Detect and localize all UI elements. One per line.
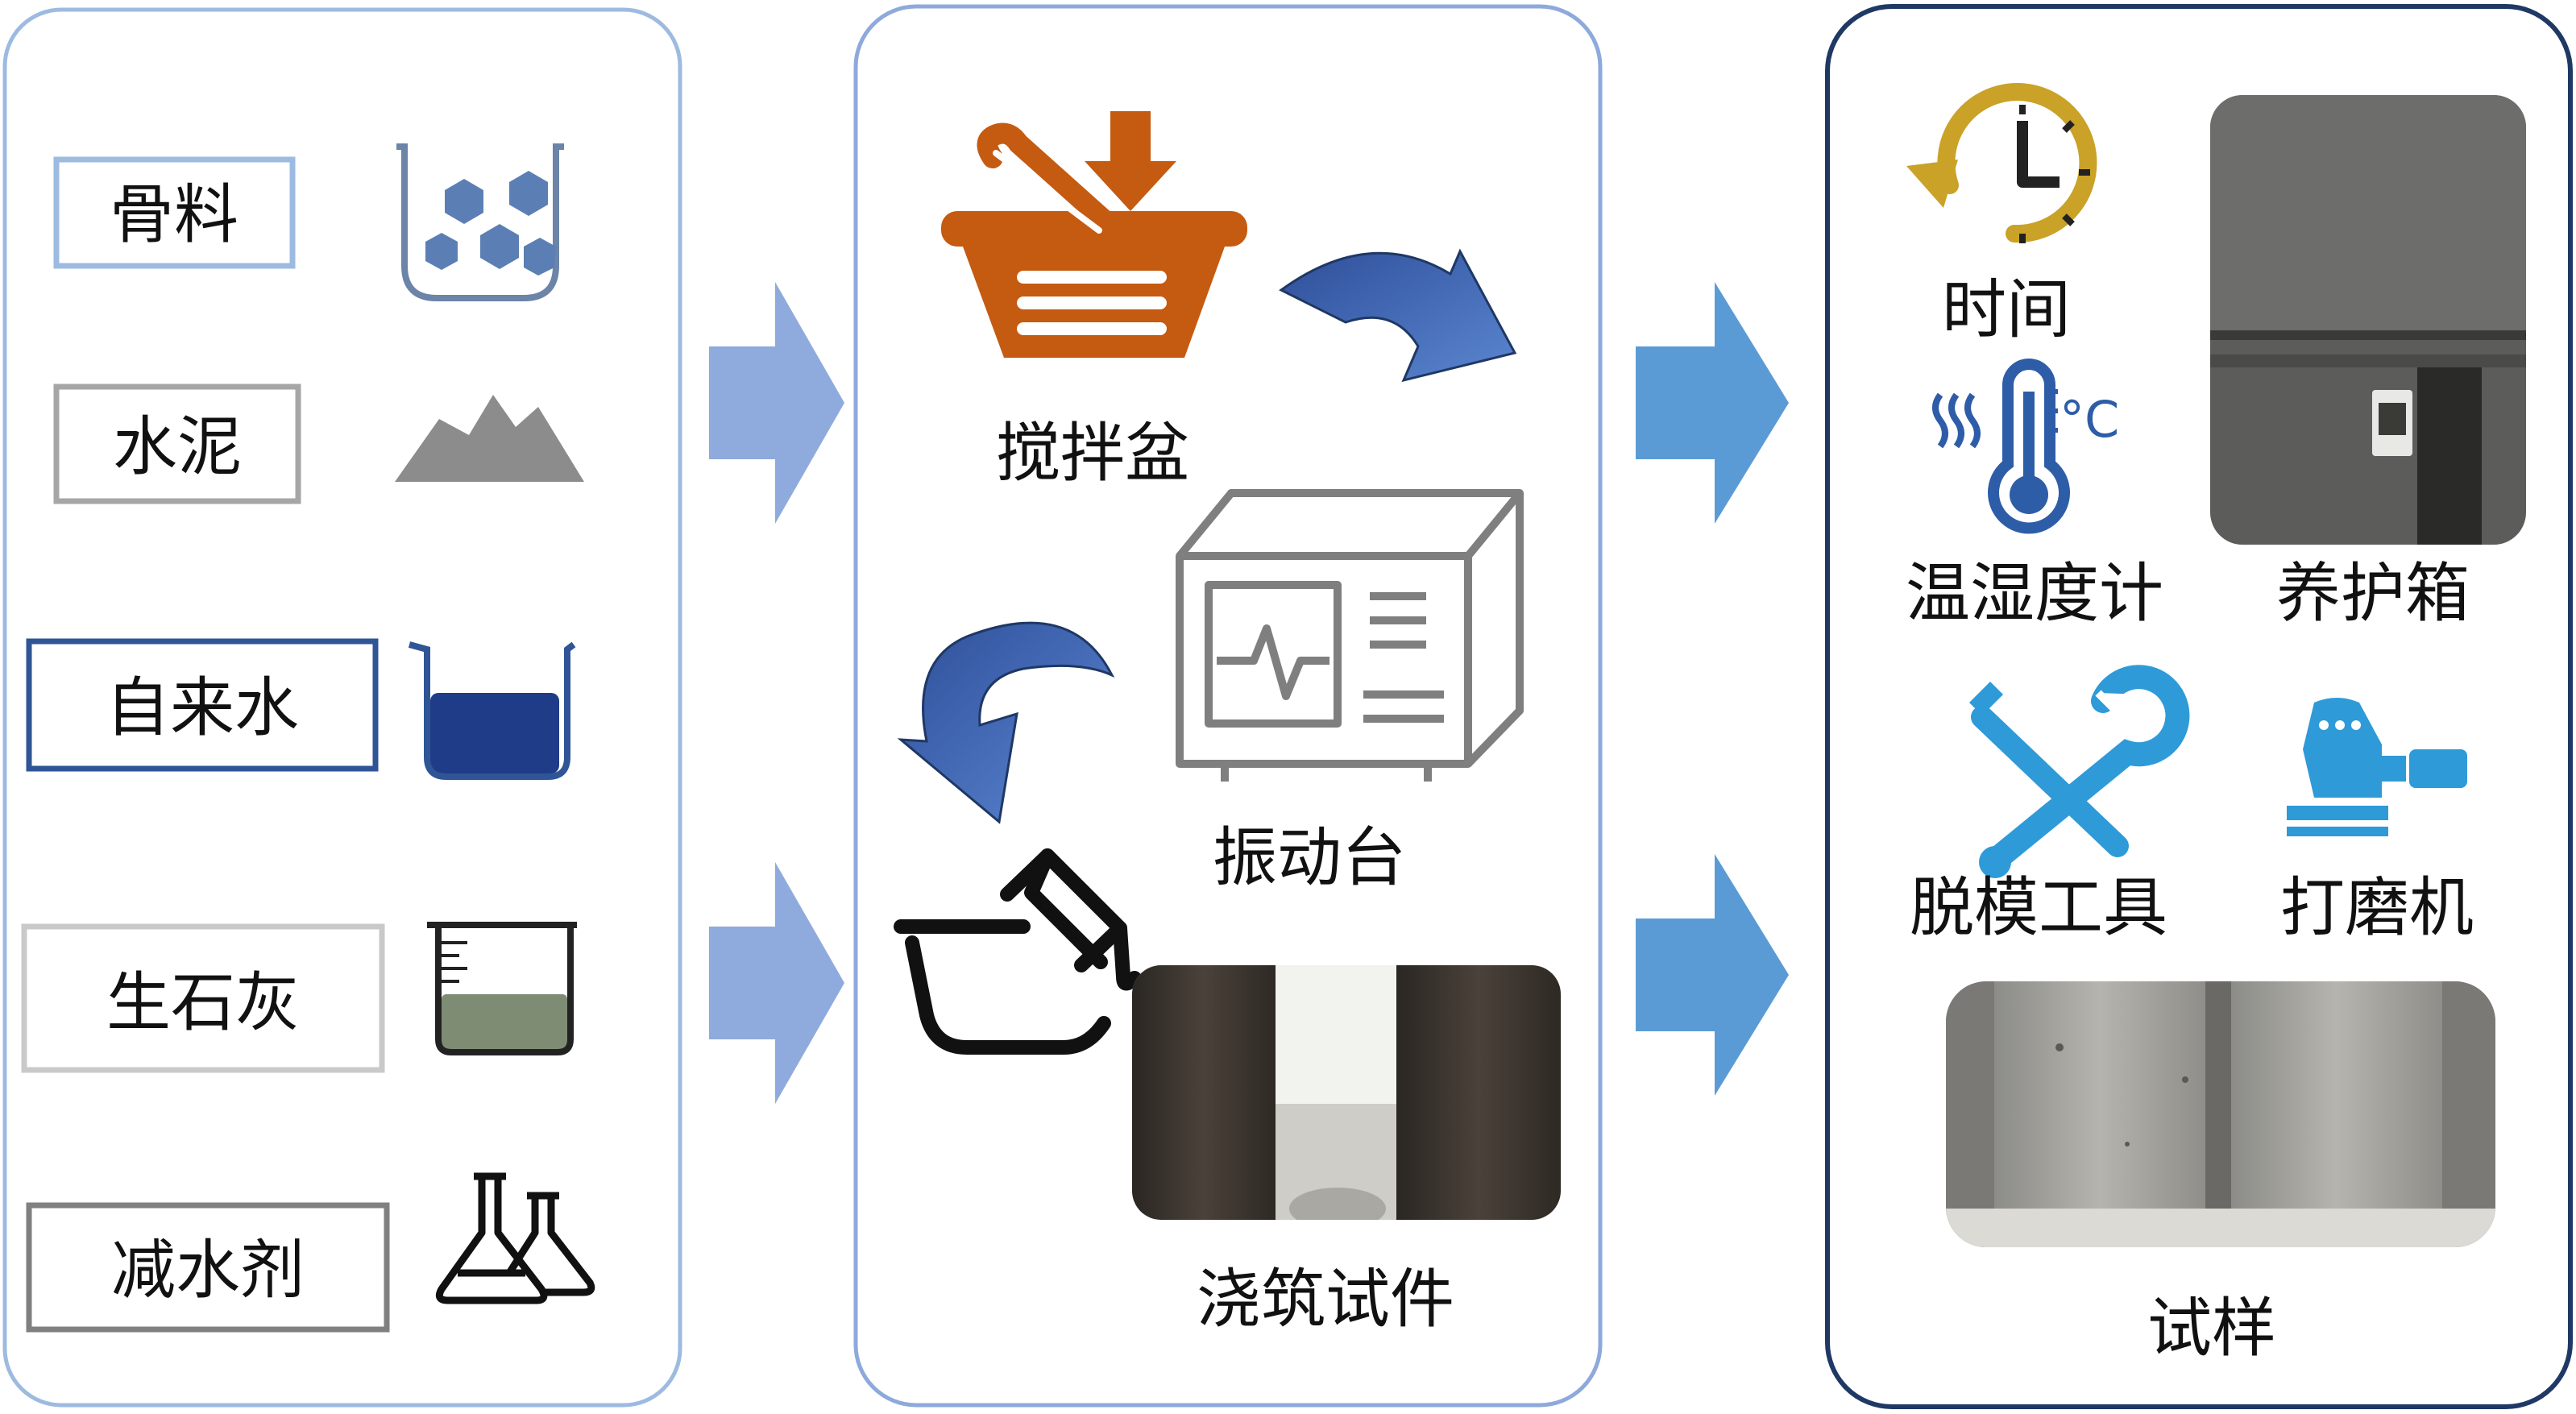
- material-box-quicklime: [21, 923, 385, 1073]
- casting-label: 浇筑试件: [1197, 1262, 1454, 1337]
- material-label-aggregate: 骨料: [110, 177, 239, 252]
- flow-arrow-lower-left: [709, 862, 844, 1104]
- thermometer-icon: [1932, 359, 2070, 534]
- pouring-bucket-icon: [894, 848, 1142, 1055]
- curing-chamber-photo: [2210, 95, 2526, 545]
- specimen-label: 试样: [2147, 1291, 2276, 1366]
- time-label: 时间: [1942, 272, 2071, 347]
- degree-celsius-symbol: °C: [2060, 390, 2119, 449]
- material-label-quicklime: 生石灰: [106, 965, 300, 1040]
- material-box-water-reducer: [26, 1202, 390, 1333]
- cement-pile-icon: [395, 395, 584, 482]
- material-box-aggregate: [53, 156, 296, 269]
- mixing-basket-icon: [941, 111, 1247, 358]
- flow-arrow-lower-right: [1636, 854, 1789, 1096]
- water-beaker-icon: [408, 641, 576, 780]
- vibration-label: 振动台: [1213, 820, 1406, 895]
- cast-specimen-photo: [1132, 965, 1561, 1220]
- flow-arrow-upper-left: [709, 282, 844, 524]
- thermo-label: 温湿度计: [1906, 556, 2163, 631]
- chamber-label: 养护箱: [2276, 556, 2470, 631]
- material-label-cement: 水泥: [113, 409, 242, 484]
- aggregate-beaker-icon: [396, 143, 564, 301]
- material-box-cement: [53, 384, 301, 504]
- clock-icon: [1906, 83, 2097, 243]
- vibration-table-icon: [1176, 489, 1524, 782]
- demold-label: 脱模工具: [1910, 870, 2167, 945]
- demolding-tools-icon: [1969, 665, 2190, 878]
- mixer-label: 搅拌盆: [996, 416, 1189, 491]
- lime-beaker-icon: [427, 922, 577, 1055]
- material-label-water-reducer: 减水剂: [111, 1233, 305, 1308]
- curve-arrow-to-vibration: [1279, 248, 1517, 383]
- sander-label: 打磨机: [2280, 870, 2474, 945]
- material-label-tap-water: 自来水: [106, 670, 299, 745]
- flask-icon: [435, 1172, 595, 1304]
- material-box-tap-water: [26, 638, 379, 772]
- sander-icon: [2287, 698, 2467, 836]
- curve-arrow-to-casting: [897, 621, 1115, 824]
- specimen-photo: [1946, 981, 2495, 1247]
- flow-arrow-upper-right: [1636, 282, 1789, 524]
